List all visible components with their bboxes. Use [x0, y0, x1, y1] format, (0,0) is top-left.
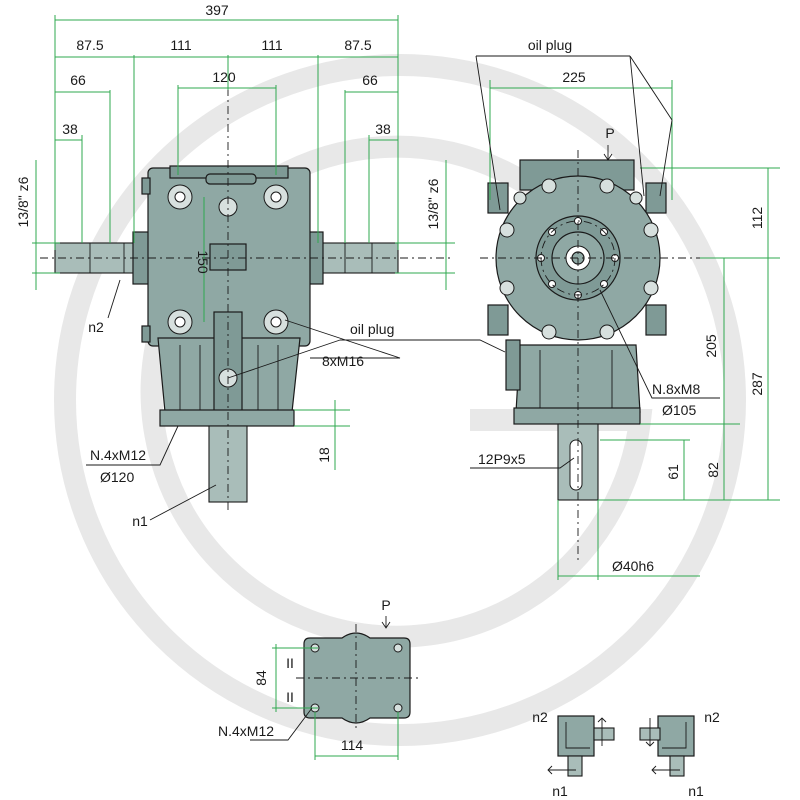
label-side-bolts: N.8xM8: [652, 381, 700, 397]
dim-side-225: 225: [562, 69, 586, 85]
label-rot-a-n2: n2: [532, 709, 548, 725]
label-rot-b-n2: n2: [704, 709, 720, 725]
dim-right-outer: 87.5: [344, 37, 371, 53]
rotation-diagram-b: n2 n1: [639, 709, 720, 799]
dim-bolt-pitch-150: 150: [195, 250, 211, 274]
front-labels: n2 8xM16 oil plug N.4xM12 Ø120 n1: [86, 279, 506, 529]
dim-side-287: 287: [749, 372, 765, 396]
mark-bottom: II: [286, 689, 294, 705]
side-view: [480, 150, 700, 560]
label-side-circle-dia: Ø105: [662, 402, 696, 418]
label-oil-plug-top: oil plug: [528, 37, 572, 53]
dim-side-112: 112: [749, 207, 765, 230]
label-n1-front: n1: [132, 513, 148, 529]
label-p-side: P: [605, 125, 614, 141]
dim-side-205: 205: [703, 334, 719, 358]
dim-flange-18: 18: [316, 447, 332, 463]
dim-side-61: 61: [665, 464, 681, 480]
label-rot-a-n1: n1: [552, 783, 568, 799]
hex-bolt-icon: [541, 324, 557, 340]
front-view: [40, 70, 450, 512]
dim-right-38: 38: [375, 121, 391, 137]
dim-left-shaft-dia: 13/8" z6: [15, 176, 31, 227]
bolt-icon: [393, 643, 403, 653]
label-rot-b-n1: n1: [688, 783, 704, 799]
bottom-view: 84 114 II II P N.4xM12: [218, 597, 418, 760]
side-dimensions: 225 112 205 287 61 82: [489, 69, 780, 580]
dim-overall-width: 397: [205, 2, 229, 18]
dim-right-inner: 111: [261, 37, 282, 53]
dim-side-82: 82: [705, 462, 721, 478]
hex-bolt-icon: [599, 324, 615, 340]
hex-bolt-icon: [643, 222, 659, 238]
hex-bolt-icon: [643, 280, 659, 296]
label-keyway: 12P9x5: [478, 451, 526, 467]
hex-bolt-icon: [541, 178, 557, 194]
dim-left-66: 66: [70, 72, 86, 88]
front-flange: [159, 409, 295, 427]
side-flange: [513, 407, 641, 425]
dim-right-shaft-dia: 13/8" z6: [425, 178, 441, 229]
label-n2-front: n2: [88, 319, 104, 335]
watermark-logo: [54, 54, 746, 746]
label-bolts-8xm16: 8xM16: [322, 353, 364, 369]
front-dimensions: 397 87.5 111 111 87.5 66 120 66 38 38 13…: [15, 2, 455, 470]
dim-left-outer: 87.5: [76, 37, 103, 53]
label-shaft-dia: Ø40h6: [612, 558, 654, 574]
hex-bolt-icon: [629, 191, 643, 205]
label-oil-plug-front: oil plug: [350, 321, 394, 337]
dim-center-120: 120: [212, 69, 236, 85]
bolt-icon: [393, 703, 403, 713]
hex-bolt-icon: [499, 280, 515, 296]
dim-bottom-84: 84: [253, 670, 269, 686]
label-bottom-bolts: N.4xM12: [218, 723, 274, 739]
hex-bolt-icon: [513, 191, 527, 205]
mark-top: II: [286, 655, 294, 671]
dim-bottom-114: 114: [341, 737, 364, 753]
label-flange-bolts: N.4xM12: [90, 447, 146, 463]
dim-left-38: 38: [62, 121, 78, 137]
rotation-diagram-a: n2 n1: [532, 709, 615, 799]
hex-bolt-icon: [499, 222, 515, 238]
label-p-bottom: P: [381, 597, 390, 613]
side-hex-bolts: [499, 178, 659, 340]
label-flange-dia: Ø120: [100, 469, 134, 485]
dim-left-inner: 111: [170, 37, 191, 53]
dim-right-66: 66: [362, 72, 378, 88]
hex-bolt-icon: [599, 178, 615, 194]
side-labels: oil plug P N.8xM8 Ø105 12P9x5 Ø40h6: [470, 37, 720, 574]
